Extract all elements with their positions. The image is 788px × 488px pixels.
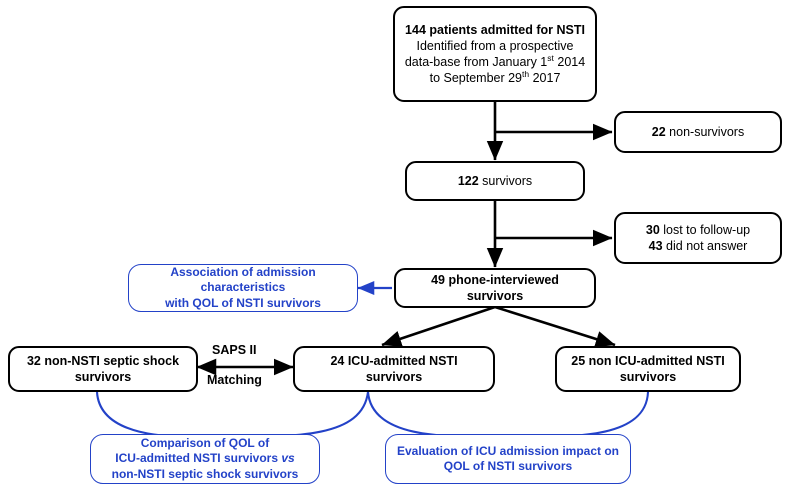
arc-icu-to-evaluation [366,391,509,439]
enrolled-line-4: to September 29th 2017 [429,68,561,85]
analysis-box-comparison: Comparison of QOL of ICU-admitted NSTI s… [90,434,320,484]
interviewed-label: 49 phone-interviewed survivors [431,273,559,303]
arc-septic-to-comparison [95,391,206,439]
enrolled-line-3: data-base from January 1st 2014 [404,52,586,69]
survivors-label: survivors [478,174,533,188]
analysis-box-association: Association of admission characteristics… [128,264,358,312]
ordinal-suffix-th: th [522,68,530,79]
association-line-1: Association of admission characteristics [170,264,316,295]
enrolled-line-1: 144 patients admitted for NSTI [405,23,585,37]
vs-italic: vs [281,451,295,466]
association-line-2: with QOL of NSTI survivors [165,295,321,310]
node-phone-interviewed-survivors: 49 phone-interviewed survivors [394,268,596,308]
ordinal-suffix-st: st [547,52,554,63]
edge-label-matching: Matching [207,373,262,387]
edge-label-saps-ii: SAPS II [212,343,257,357]
node-lost-to-followup: 30 lost to follow-up 43 did not answer [614,212,782,264]
node-non-icu-admitted-nsti: 25 non ICU-admitted NSTI survivors [555,346,741,392]
survivors-count: 122 [457,174,479,188]
non-survivors-label: non-survivors [665,125,745,139]
analysis-box-evaluation: Evaluation of ICU admission impact on QO… [385,434,631,484]
lost-line-2: 43 did not answer [648,239,748,253]
lost-line-1: 30 lost to follow-up [645,223,751,237]
arc-icu-to-comparison [204,391,370,439]
evaluation-line-1: Evaluation of ICU admission impact on [396,443,620,458]
icu-admitted-label: 24 ICU-admitted NSTI survivors [330,354,458,384]
comparison-line-1: Comparison of QOL of [140,435,270,450]
non-icu-line-1: 25 non ICU-admitted NSTI [571,354,725,368]
comparison-line-3: non-NSTI septic shock survivors [111,466,299,481]
non-icu-line-2: survivors [619,370,677,384]
node-non-nsti-septic-shock: 32 non-NSTI septic shock survivors [8,346,198,392]
node-survivors: 122 survivors [405,161,585,201]
septic-shock-line-1: 32 non-NSTI septic shock [26,354,180,368]
evaluation-line-2: QOL of NSTI survivors [443,459,573,473]
comparison-line-2: ICU-admitted NSTI survivors vs [115,451,295,466]
edge-interviewed-to-nonicu [494,305,616,348]
node-enrolled-patients: 144 patients admitted for NSTI Identifie… [393,6,597,102]
non-survivors-count: 22 [651,125,666,139]
node-icu-admitted-nsti: 24 ICU-admitted NSTI survivors [293,346,495,392]
edge-interviewed-to-icu [381,305,496,347]
enrolled-line-2: Identified from a prospective [416,39,574,53]
arc-nonicu-to-evaluation [507,391,650,439]
septic-shock-line-2: survivors [74,370,132,384]
node-non-survivors: 22 non-survivors [614,111,782,153]
